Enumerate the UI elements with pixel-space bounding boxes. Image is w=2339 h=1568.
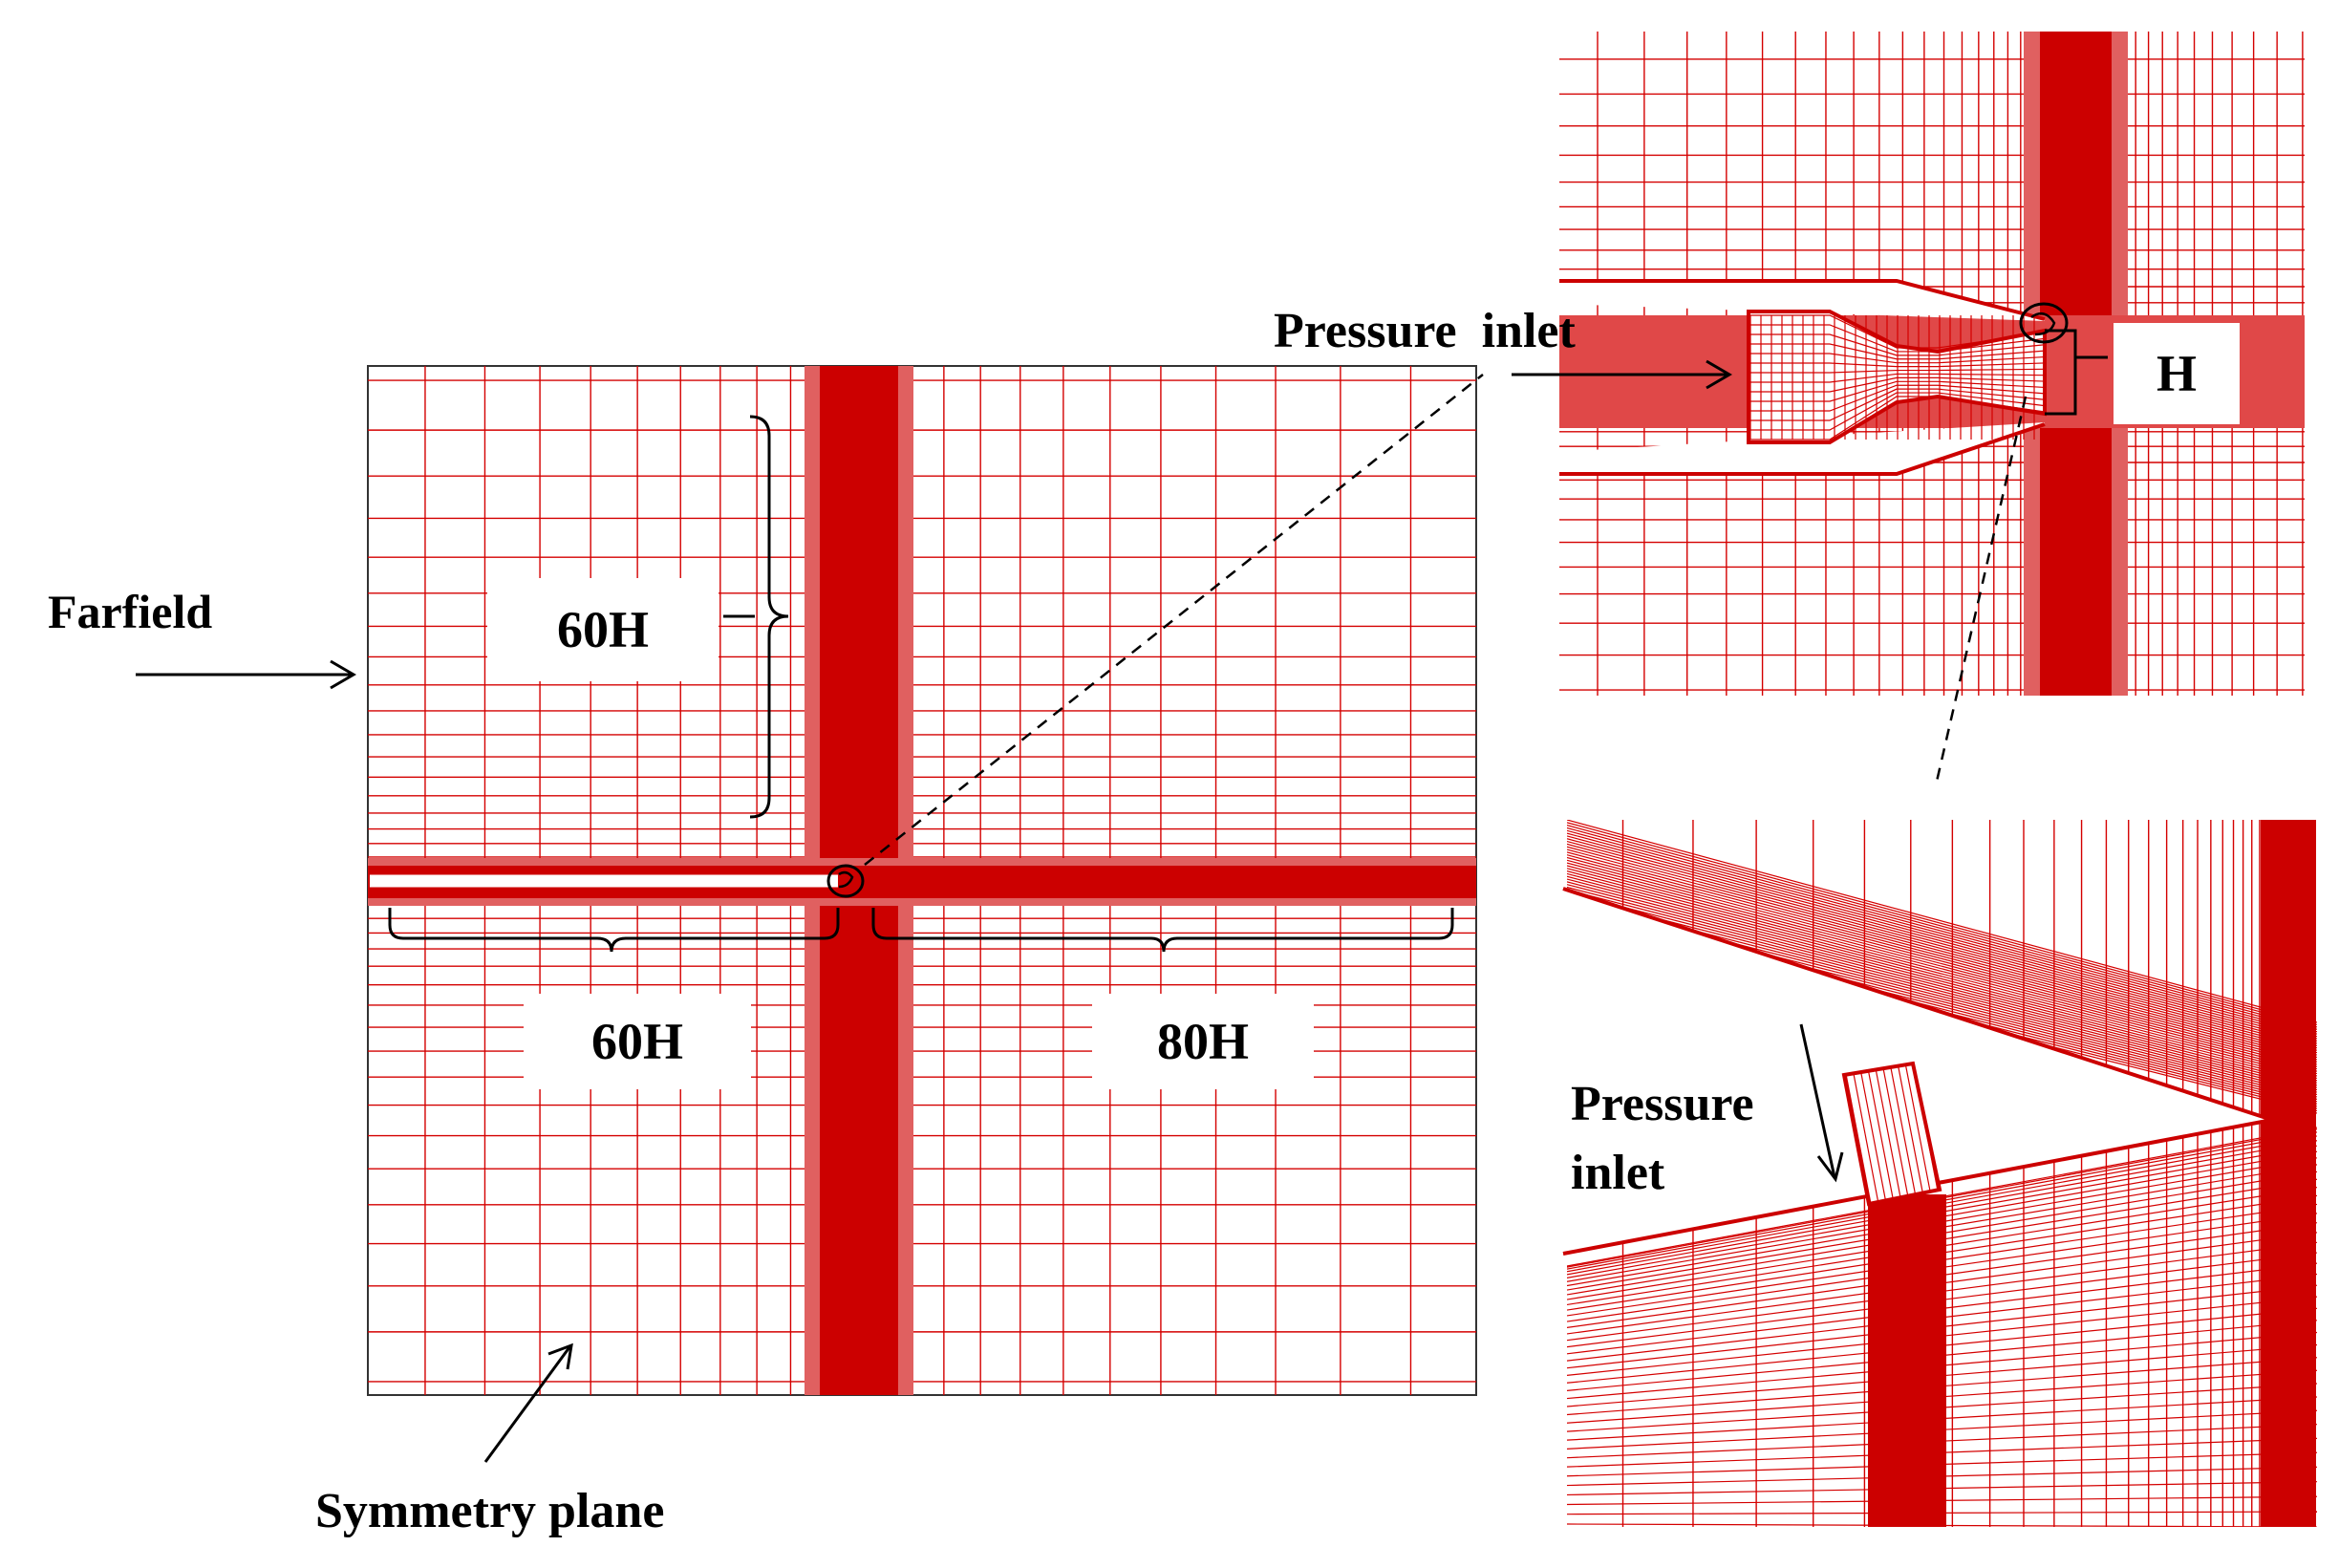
mesh-line-sloped-upper: [1567, 891, 2317, 1086]
downstream-extent-brace: [871, 908, 1454, 953]
mesh-line-sloped-upper: [1567, 832, 2317, 1035]
mesh-line-sloped-upper: [1567, 886, 2317, 1082]
nozzle-exit-marker-main: [826, 864, 865, 898]
slot-mesh-line: [1897, 1064, 1924, 1194]
pressure-inlet-top-label: Pressure inlet: [1274, 304, 1576, 358]
pressure-inlet-bottom-label-line1: Pressure: [1571, 1077, 1754, 1131]
nozzle-exit-marker-main-inner: [838, 870, 854, 889]
mesh-line-sloped-upper: [1567, 835, 2317, 1038]
symmetry-plane-arrow-head: [547, 1342, 573, 1370]
nozzle-exit-marker-zoom: [2019, 302, 2069, 344]
upper-wall-slit: [370, 874, 838, 888]
nozzle-mesh-line-horizontal: [1750, 368, 2046, 374]
mesh-line-sloped-upper: [1567, 851, 2317, 1051]
nozzle-height-label-box: [2114, 323, 2240, 424]
nozzle-upper-wall-gap: [1559, 280, 2045, 321]
nozzle-mesh-line-horizontal: [1750, 362, 2046, 368]
mesh-line-sloped-upper: [1567, 862, 2317, 1061]
nozzle-height-brace: [2045, 329, 2108, 416]
nozzle-mesh-line-horizontal: [1750, 384, 2046, 412]
mesh-line-sloped-upper: [1567, 838, 2317, 1040]
nozzle-exit-marker-zoom-inner: [2030, 311, 2056, 336]
mesh-line-sloped-upper: [1567, 881, 2317, 1077]
mesh-line-sloped-upper: [1567, 827, 2317, 1030]
mesh-line-sloped-upper: [1567, 856, 2317, 1056]
mesh-line-sloped-upper: [1567, 848, 2317, 1049]
upstream-extent-brace: [388, 908, 840, 953]
mesh-line-sloped-upper: [1567, 825, 2317, 1028]
farfield-arrow-head: [330, 659, 356, 690]
nozzle-mesh-line-horizontal: [1750, 324, 2046, 353]
mesh-line-sloped-upper: [1567, 820, 2317, 1023]
injection-slot-gap: [1844, 1063, 1940, 1204]
vertical-extent-label: 60H: [487, 578, 719, 681]
annotations: [136, 302, 2108, 1463]
nozzle-outer-wall-bottom: [1559, 422, 2046, 476]
slot-mesh-line: [1853, 1072, 1879, 1203]
mesh-line-sloped-upper: [1567, 829, 2317, 1033]
nozzle-mesh-line-horizontal: [1750, 392, 2046, 431]
mesh-line-sloped-upper: [1567, 889, 2317, 1084]
nozzle-mesh-line-horizontal: [1750, 353, 2046, 364]
nozzle-mesh-line-horizontal: [1750, 376, 2046, 393]
mesh-line-sloped-upper: [1567, 878, 2317, 1075]
mesh-line-sloped-upper: [1567, 840, 2317, 1042]
mesh-line-sloped-upper: [1567, 843, 2317, 1044]
farfield-label: Farfield: [48, 585, 213, 638]
slot-mesh-line: [1859, 1071, 1887, 1202]
slot-mesh-line: [1875, 1068, 1901, 1198]
pressure-inlet-bottom-arrow-head: [1816, 1151, 1844, 1183]
downstream-extent-label: 80H: [1092, 994, 1314, 1089]
mesh-line-sloped-upper: [1567, 868, 2317, 1065]
slot-upper-surface: [1562, 887, 2273, 1122]
symmetry-plane-arrow: [483, 1346, 571, 1463]
slot-mesh-line: [1890, 1065, 1917, 1195]
nozzle-outer-wall-top: [1559, 279, 2046, 321]
mesh-dense-band-horizontal-fade: [368, 858, 1476, 866]
main-domain-mesh: [367, 365, 1477, 1396]
zoom-guide-line-2: [1934, 396, 2028, 786]
pressure-inlet-bottom-label-line2: inlet: [1571, 1145, 1665, 1200]
mesh-line-sloped-upper: [1567, 854, 2317, 1054]
symmetry-plane-label: Symmetry plane: [315, 1484, 665, 1538]
mesh-line-sloped-upper: [1567, 870, 2317, 1067]
mesh-line-sloped-upper: [1567, 875, 2317, 1072]
nozzle-mesh-line-horizontal: [1750, 373, 2046, 383]
slot-mesh-line: [1882, 1067, 1909, 1197]
mesh-dense-band-vertical: [2261, 820, 2316, 1527]
mesh-dense-band-horizontal-fade: [368, 898, 1476, 906]
nozzle-mesh-line-horizontal: [1750, 388, 2046, 421]
pressure-inlet-bottom-label: Pressure inlet: [1567, 1070, 1758, 1208]
slot-mesh-line: [1867, 1069, 1894, 1200]
nozzle-height-label: H: [2156, 345, 2197, 402]
nozzle-mesh-line-horizontal: [1750, 380, 2046, 402]
mesh-line-sloped-upper: [1567, 872, 2317, 1070]
pressure-inlet-top-arrow-head: [1706, 359, 1732, 390]
mesh-line-sloped-upper: [1567, 894, 2317, 1088]
mesh-line-sloped-upper: [1567, 846, 2317, 1046]
zoom-guide-line-1: [864, 374, 1484, 866]
nozzle-zoom-mesh: [1559, 32, 2305, 696]
mesh-dense-band-slot: [1868, 1194, 1946, 1527]
mesh-line-sloped-upper: [1567, 822, 2317, 1026]
vertical-extent-brace: [749, 415, 789, 819]
pressure-inlet-bottom-arrow: [1799, 1023, 1836, 1178]
upstream-extent-label: 60H: [524, 994, 751, 1089]
nozzle-mesh-line-horizontal: [1750, 343, 2046, 360]
mesh-line-sloped-upper: [1567, 865, 2317, 1063]
mesh-line-sloped-upper: [1567, 859, 2317, 1059]
nozzle-mesh-line-horizontal: [1750, 333, 2046, 356]
slot-mesh-line: [1904, 1063, 1931, 1192]
injection-slot-outline: [1841, 1061, 1942, 1207]
mesh-line-sloped-upper: [1567, 884, 2317, 1080]
nozzle-lower-wall-gap: [1559, 422, 2045, 476]
